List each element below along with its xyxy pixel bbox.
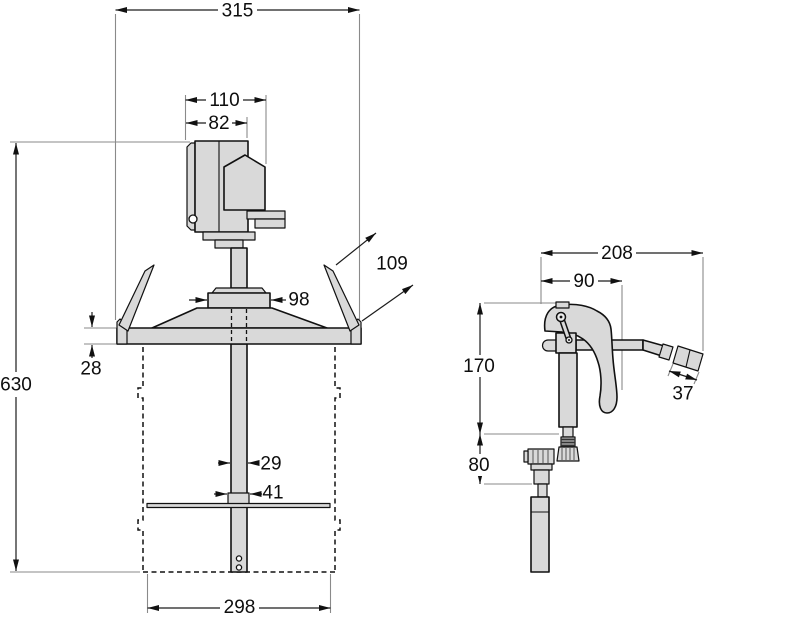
dim-motor-overall-width: 110: [185, 90, 266, 111]
dim-overall-width: 315: [115, 0, 360, 22]
spray-gun-view: 208 90 170 80 37: [462, 243, 704, 573]
dim-clamp-lever-length: 109: [335, 232, 414, 322]
impeller-assembly: [146, 492, 331, 571]
gun-head-and-trigger: [543, 303, 618, 414]
dim-label-shaft-diameter: 29: [260, 454, 281, 475]
clamp-lever-left: [118, 264, 155, 332]
dim-motor-body-width: 82: [186, 113, 247, 134]
dim-label-nozzle-tip-length: 37: [672, 384, 693, 405]
elbow-flange: [530, 463, 553, 471]
impeller-hub: [227, 492, 250, 505]
gun-body-and-fittings: [523, 352, 580, 573]
shaft-hole-icon: [235, 555, 243, 562]
dim-label-overall-width: 315: [222, 1, 254, 22]
dim-lid-hub-width: 98: [189, 290, 310, 311]
lid-hub: [207, 292, 271, 309]
air-motor-assembly: [186, 140, 286, 249]
lid-cone: [151, 307, 328, 329]
motor-screw-icon: [188, 214, 198, 224]
hose-connector-neck: [537, 483, 548, 498]
dim-gun-inlet-offset: 90: [541, 271, 622, 292]
dim-label-clamp-lever-length: 109: [376, 254, 408, 275]
gun-inlet-stub: [541, 339, 558, 352]
gun-top-cap: [555, 301, 570, 309]
dim-label-drum-width: 298: [224, 597, 256, 617]
mixer-extension-lines: [10, 14, 361, 613]
dim-elbow-fitting-height: 80: [465, 434, 493, 484]
dim-label-lid-plate-thickness: 28: [80, 359, 101, 380]
dim-shaft-diameter: 29: [218, 454, 282, 475]
swivel-nut: [556, 446, 580, 462]
dim-lid-plate-thickness: 28: [80, 312, 102, 380]
impeller-disc: [146, 502, 331, 509]
dim-impeller-hub-diameter: 41: [214, 483, 284, 504]
nozzle-collar: [658, 343, 674, 361]
motor-flange-step: [214, 239, 244, 249]
dim-label-gun-body-height: 170: [463, 356, 495, 377]
dim-overall-height: 630: [0, 143, 32, 571]
lid-plate: [116, 327, 362, 345]
gun-body-tube: [558, 352, 578, 428]
drum-mixer-view: 315 110 82 630 109 98: [0, 0, 414, 617]
drum-lid-assembly: [116, 264, 362, 345]
motor-bracket-lower: [254, 218, 286, 229]
motor-bracket-upper: [246, 210, 286, 220]
clamp-lever-right: [323, 264, 360, 332]
dim-label-impeller-hub-diameter: 41: [262, 483, 283, 504]
gun-lever-linkage: [555, 311, 573, 344]
motor-flange: [202, 231, 256, 241]
mixer-shaft-lower: [230, 343, 248, 573]
dim-gun-overall-width: 208: [541, 243, 703, 264]
dim-drum-width: 298: [147, 597, 331, 617]
dim-label-gun-inlet-offset: 90: [573, 271, 594, 292]
dim-label-gun-overall-width: 208: [601, 243, 633, 264]
air-motor-head: [223, 154, 266, 211]
dim-nozzle-tip-length: 37: [668, 370, 698, 405]
dim-label-motor-body-width: 82: [208, 113, 229, 134]
dim-gun-body-height: 170: [462, 303, 496, 434]
hose-tube: [530, 496, 550, 573]
dim-label-motor-overall-width: 110: [209, 90, 239, 111]
mixer-shaft-upper: [230, 247, 248, 289]
gun-body-neck: [562, 426, 574, 438]
hose-connector-block: [533, 469, 550, 485]
dim-label-lid-hub-width: 98: [288, 290, 309, 311]
dim-label-overall-height: 630: [0, 375, 32, 396]
shaft-hole-icon: [235, 564, 243, 571]
elbow-fitting: [527, 448, 555, 465]
elbow-end-cap: [523, 450, 529, 463]
dim-label-elbow-fitting-height: 80: [468, 455, 489, 476]
